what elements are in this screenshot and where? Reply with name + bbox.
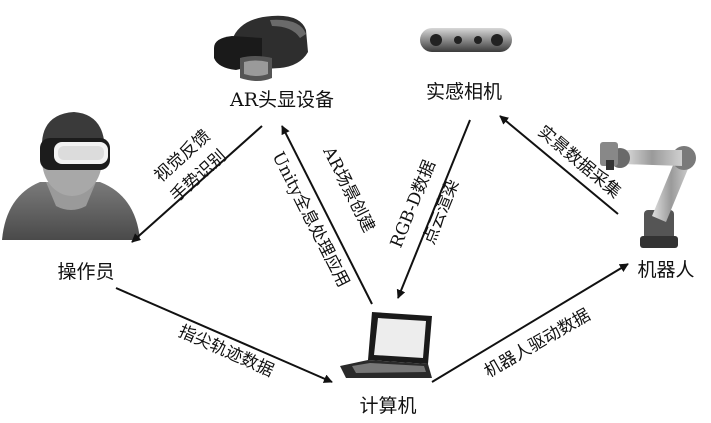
depth-camera-icon xyxy=(420,28,512,52)
edge-label-ar-scene: AR场景创建 xyxy=(318,143,379,236)
operator-icon xyxy=(2,112,140,240)
robot-arm-icon xyxy=(600,142,696,248)
node-label-ar-headset: AR头显设备 xyxy=(229,89,334,111)
node-label-computer: 计算机 xyxy=(359,395,416,417)
node-label-depth-camera: 实感相机 xyxy=(426,81,502,103)
node-label-operator: 操作员 xyxy=(57,261,114,283)
arrow-ar-to-operator xyxy=(131,125,263,243)
arrow-camera-to-computer xyxy=(396,119,471,299)
arrow-computer-to-robot xyxy=(431,263,629,383)
arrow-robot-to-camera xyxy=(499,115,619,215)
ar-headset-icon xyxy=(214,15,308,81)
node-label-robot: 机器人 xyxy=(637,259,694,281)
laptop-icon xyxy=(340,312,432,378)
arrow-operator-to-computer xyxy=(115,287,333,383)
edge-label-robot-drive: 机器人驱动数据 xyxy=(481,305,594,382)
arrow-computer-to-ar xyxy=(281,125,373,305)
